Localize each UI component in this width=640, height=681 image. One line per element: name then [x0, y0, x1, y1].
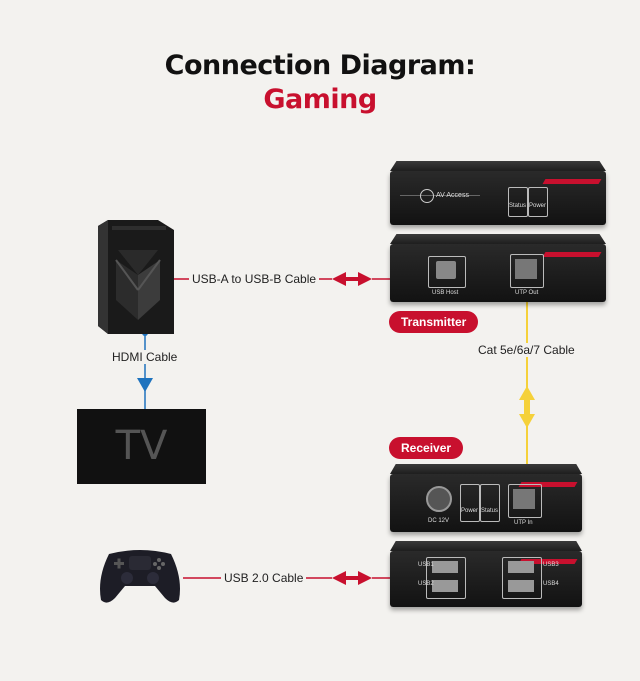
power-led-box: [460, 484, 480, 522]
transmitter-back-panel: USB Host UTP Out: [390, 234, 606, 302]
usb2-arrow-right: [358, 571, 372, 585]
cat-arrow-up: [519, 386, 535, 400]
diagram-subtitle: Gaming: [263, 84, 377, 115]
power-label: Power: [461, 508, 479, 514]
tv-label: TV: [115, 423, 168, 469]
usb3-label: USB3: [543, 562, 559, 568]
utp-out-label: UTP Out: [515, 290, 539, 296]
hdmi-arrow: [137, 378, 153, 392]
utp-out-port: [510, 254, 544, 288]
hdmi-cable-label: HDMI Cable: [109, 350, 181, 364]
usb-ab-arrow-left: [332, 272, 346, 286]
usb-ab-cable-label: USB-A to USB-B Cable: [189, 272, 320, 286]
gamepad-image: [100, 550, 180, 603]
cat-cable-label: Cat 5e/6a/7 Cable: [475, 343, 578, 357]
pc-tower-image: [98, 220, 174, 334]
transmitter-front-panel: AV Access Status Power: [390, 161, 606, 225]
cat-arrow-down: [519, 414, 535, 428]
tv-display: TV: [77, 409, 206, 484]
power-led-box: [528, 187, 548, 217]
brand-label: AV Access: [436, 192, 469, 199]
utp-in-port: [508, 484, 542, 518]
dc-label: DC 12V: [428, 518, 450, 524]
usb4-label: USB4: [543, 581, 559, 587]
usb-host-port: [428, 256, 466, 288]
receiver-back-panel: USB1 USB2 USB3 USB4: [390, 541, 582, 607]
status-label: Status: [509, 203, 527, 209]
usb2-cable-label: USB 2.0 Cable: [221, 571, 307, 585]
usb-host-label: USB Host: [432, 290, 459, 296]
receiver-front-panel: DC 12V Power Status UTP In: [390, 464, 582, 532]
receiver-badge: Receiver: [389, 437, 464, 459]
transmitter-badge: Transmitter: [389, 311, 479, 333]
status-led-box: [480, 484, 500, 522]
status-label: Status: [481, 508, 499, 514]
status-led-box: [508, 187, 528, 217]
diagram-title: Connection Diagram:: [164, 50, 476, 81]
usb-ports-right: [502, 557, 542, 599]
usb2-arrow-left: [332, 571, 346, 585]
usb1-label: USB1: [418, 562, 434, 568]
usb2-label: USB2: [418, 581, 434, 587]
usb-ab-arrow-right: [358, 272, 372, 286]
power-label: Power: [529, 203, 547, 209]
utp-in-label: UTP In: [514, 520, 533, 526]
usb-ports-left: [426, 557, 466, 599]
dc-power-jack: [426, 486, 452, 512]
